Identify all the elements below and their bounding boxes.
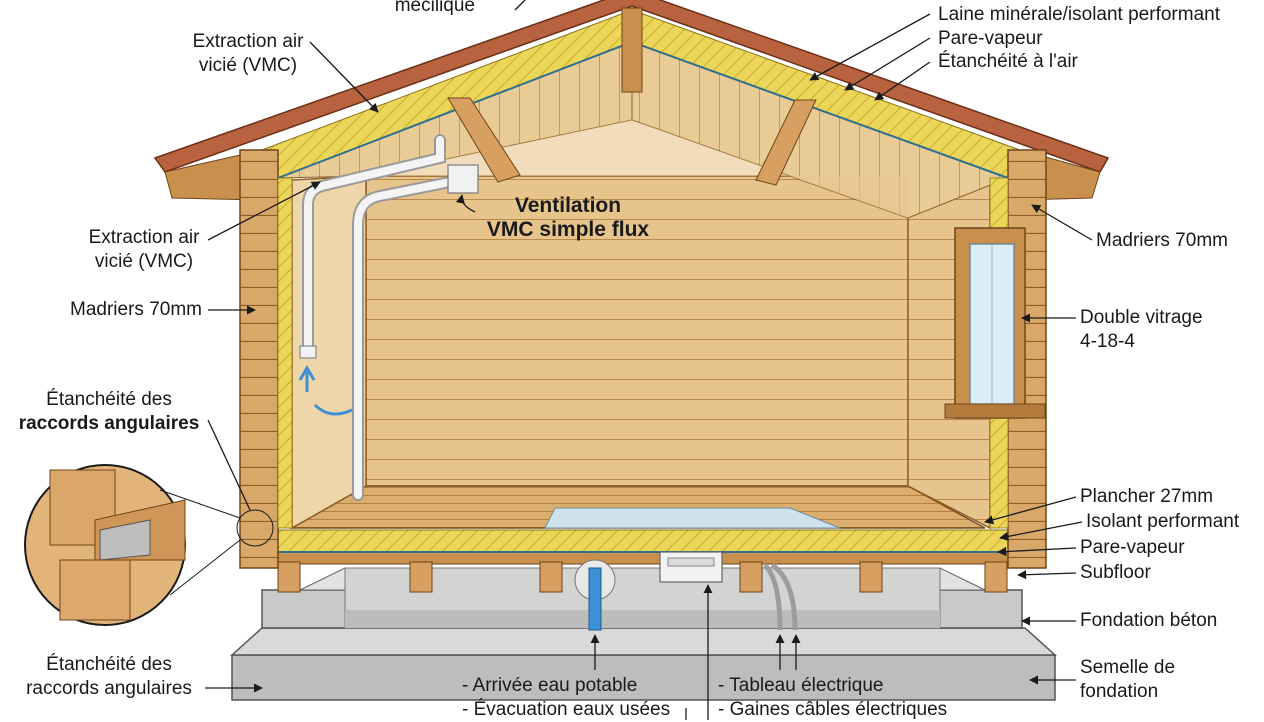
water-pipe (574, 559, 616, 631)
label-fondation: Fondation béton (1080, 610, 1218, 631)
label-etancheite-air: Étanchéité à l'air (938, 51, 1078, 72)
ridge-beam (621, 7, 643, 93)
center-title: Ventilation VMC simple flux (486, 194, 650, 241)
floor-insulation (277, 529, 1009, 553)
left-log-wall (239, 149, 279, 569)
label-top-cut: mécilique (394, 0, 475, 16)
label-madriers-right: Madriers 70mm (1096, 230, 1228, 251)
label-pare-vapeur-top: Pare-vapeur (938, 28, 1043, 49)
label-etancheite-top: Étanchéité des raccords angulaires (18, 389, 200, 434)
floor-heating-panel (544, 507, 841, 529)
label-isolant: Isolant performant (1086, 511, 1240, 532)
left-wall-insulation (277, 177, 293, 529)
electrical-panel (659, 551, 723, 583)
label-laine: Laine minérale/isolant performant (938, 4, 1220, 25)
leader-lines (205, 0, 1093, 720)
vmc-duct-system (298, 134, 479, 501)
label-madriers-left: Madriers 70mm (70, 299, 202, 320)
ceiling-gable (366, 120, 908, 218)
label-subfloor: Subfloor (1080, 562, 1151, 583)
label-extraction-top: Extraction air vicié (VMC) (192, 31, 304, 76)
ceiling-beams (447, 97, 817, 186)
double-glazed-window (944, 227, 1046, 419)
electrical-conduits (763, 562, 798, 631)
label-semelle: Semelle de fondation (1080, 657, 1176, 702)
label-pare-vapeur-bottom: Pare-vapeur (1080, 537, 1185, 558)
back-wall-planks (365, 175, 909, 487)
label-etancheite-bottom: Étanchéité des raccords angulaires (26, 654, 192, 699)
label-eau: - Arrivée eau potable - Évacuation eaux … (462, 675, 671, 720)
label-elec: - Tableau électrique - Gaines câbles éle… (718, 675, 948, 720)
corner-joint-detail (24, 464, 274, 626)
label-double-vitrage: Double vitrage 4-18-4 (1080, 307, 1203, 352)
label-plancher: Plancher 27mm (1080, 486, 1214, 507)
label-extraction-mid: Extraction air vicié (VMC) (88, 227, 200, 272)
